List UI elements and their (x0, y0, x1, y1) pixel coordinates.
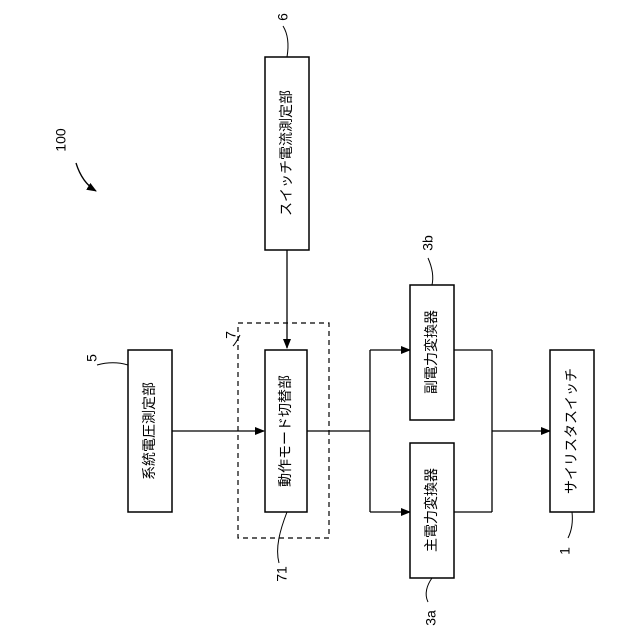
thyristor-switch-label: サイリスタスイッチ (564, 368, 580, 494)
thyristor-switch-leader (568, 512, 572, 538)
sub-converter-leader (428, 258, 433, 285)
mode-switch-label: 動作モード切替部 (278, 375, 294, 487)
system-voltage-ref: 5 (84, 354, 100, 362)
switch-current-label: スイッチ電流測定部 (279, 90, 295, 216)
control-group-ref: 7 (223, 331, 239, 339)
sub-converter-label: 副電力変換器 (423, 310, 440, 394)
system-ref-arrow (76, 163, 96, 191)
mode-switch-ref: 71 (274, 566, 290, 582)
main-converter-ref: 3a (423, 610, 439, 626)
thyristor-switch-ref: 1 (557, 547, 573, 555)
main-converter-label: 主電力変換器 (423, 468, 440, 552)
main-converter-leader (426, 578, 432, 602)
sub-converter-ref: 3b (420, 235, 436, 251)
switch-current-ref: 6 (275, 13, 291, 21)
system-voltage-label: 系統電圧測定部 (142, 382, 158, 480)
system-ref-label: 100 (53, 128, 69, 152)
switch-current-leader (283, 26, 288, 57)
system-voltage-leader (97, 363, 128, 365)
